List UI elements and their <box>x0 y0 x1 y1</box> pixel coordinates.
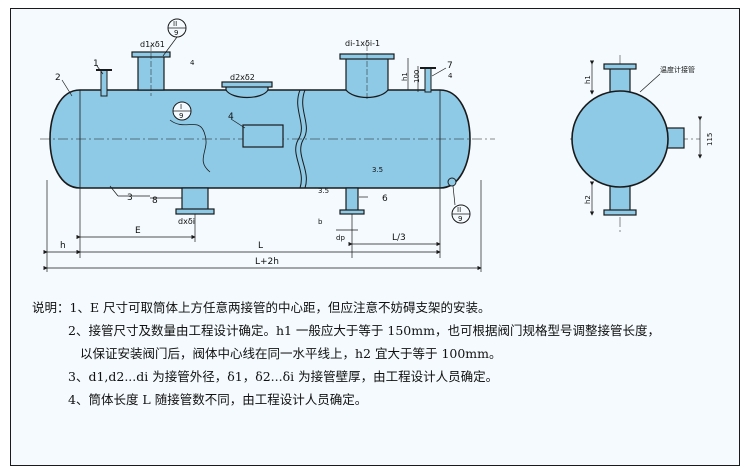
dim-h1 <box>407 58 419 92</box>
label-detail-II-top: II <box>173 20 177 28</box>
note-2-cont: 以保证安装阀门后，阀体中心线在同一水平线上，h2 宜大于等于 100mm。 <box>80 346 502 361</box>
detail-callout-top <box>162 18 187 57</box>
label-nozzle-d: dxδi <box>178 217 195 226</box>
dimension-lines <box>43 180 482 272</box>
label-dim-L2h: L+2h <box>255 257 279 267</box>
label-part-2: 2 <box>55 73 61 83</box>
label-temp-nozzle: 温度计接管 <box>660 65 695 74</box>
vessel-body <box>40 89 495 189</box>
label-part-8: 8 <box>152 196 158 206</box>
label-part-1: 1 <box>93 59 99 69</box>
label-small-4b: 4 <box>448 72 453 80</box>
label-dim-E: E <box>135 226 141 236</box>
note-1: 说明：1、E 尺寸可取筒体上方任意两接管的中心距，但应注意不妨碍支架的安装。 <box>32 300 491 315</box>
nozzle-drain <box>447 177 457 187</box>
vessel-drawing: 2 1 3 4 8 6 7 d1xδ1 d2xδ2 di-1xδi-1 dxδi… <box>40 18 714 272</box>
label-side-115: 115 <box>706 133 714 146</box>
note-4: 4、筒体长度 L 随接管数不同，由工程设计人员确定。 <box>68 392 368 407</box>
note-2: 2、接管尺寸及数量由工程设计确定。h1 一般应大于等于 150mm，也可根据阀门… <box>68 323 660 338</box>
label-detail-II-bottom: II <box>457 206 461 214</box>
label-nozzle-di: di-1xδi-1 <box>345 39 380 48</box>
support-leg-5 <box>339 187 365 215</box>
notes-section: 说明：1、E 尺寸可取筒体上方任意两接管的中心距，但应注意不妨碍支架的安装。 2… <box>32 296 732 411</box>
label-nozzle-d1: d1xδ1 <box>140 40 165 49</box>
part-labels <box>61 65 447 199</box>
nozzle-di <box>339 45 395 100</box>
label-h1: h1 <box>401 72 409 81</box>
label-part-4: 4 <box>228 112 234 122</box>
label-detail-9-mid: 9 <box>179 112 183 120</box>
label-small-4: 4 <box>190 59 195 67</box>
nozzle-small-1 <box>96 69 112 97</box>
detail-callout-mid <box>172 101 192 121</box>
label-dim-L: L <box>258 241 263 251</box>
label-dim-h: h <box>60 241 66 251</box>
nozzle-thermometer <box>420 67 436 93</box>
label-dim-L3: L/3 <box>392 233 406 243</box>
note-3: 3、d1,d2...di 为接管外径，δ1，δ2...δi 为接管壁厚，由工程设… <box>68 369 499 384</box>
label-dim-dp: dp <box>336 234 345 242</box>
label-small-35b: 3.5 <box>318 187 329 195</box>
label-part-7: 7 <box>447 61 453 71</box>
label-detail-9-top: 9 <box>174 29 178 37</box>
nozzle-d1 <box>131 45 171 96</box>
label-side-h1: h1 <box>584 75 592 84</box>
label-nozzle-d2: d2xδ2 <box>230 73 255 82</box>
detail-callout-bottom <box>451 185 471 224</box>
side-view <box>570 55 703 232</box>
label-dim-b: b <box>318 218 323 226</box>
label-roman-I: I <box>180 103 182 111</box>
nozzle-bottom-8 <box>175 187 215 215</box>
nozzle-d2 <box>221 81 273 99</box>
label-small-35: 3.5 <box>372 166 383 174</box>
label-side-h2: h2 <box>584 195 592 204</box>
label-part-3: 3 <box>127 193 133 203</box>
label-detail-9-bottom: 9 <box>458 215 462 223</box>
label-100: 100 <box>413 70 421 83</box>
label-part-6: 6 <box>382 194 388 204</box>
